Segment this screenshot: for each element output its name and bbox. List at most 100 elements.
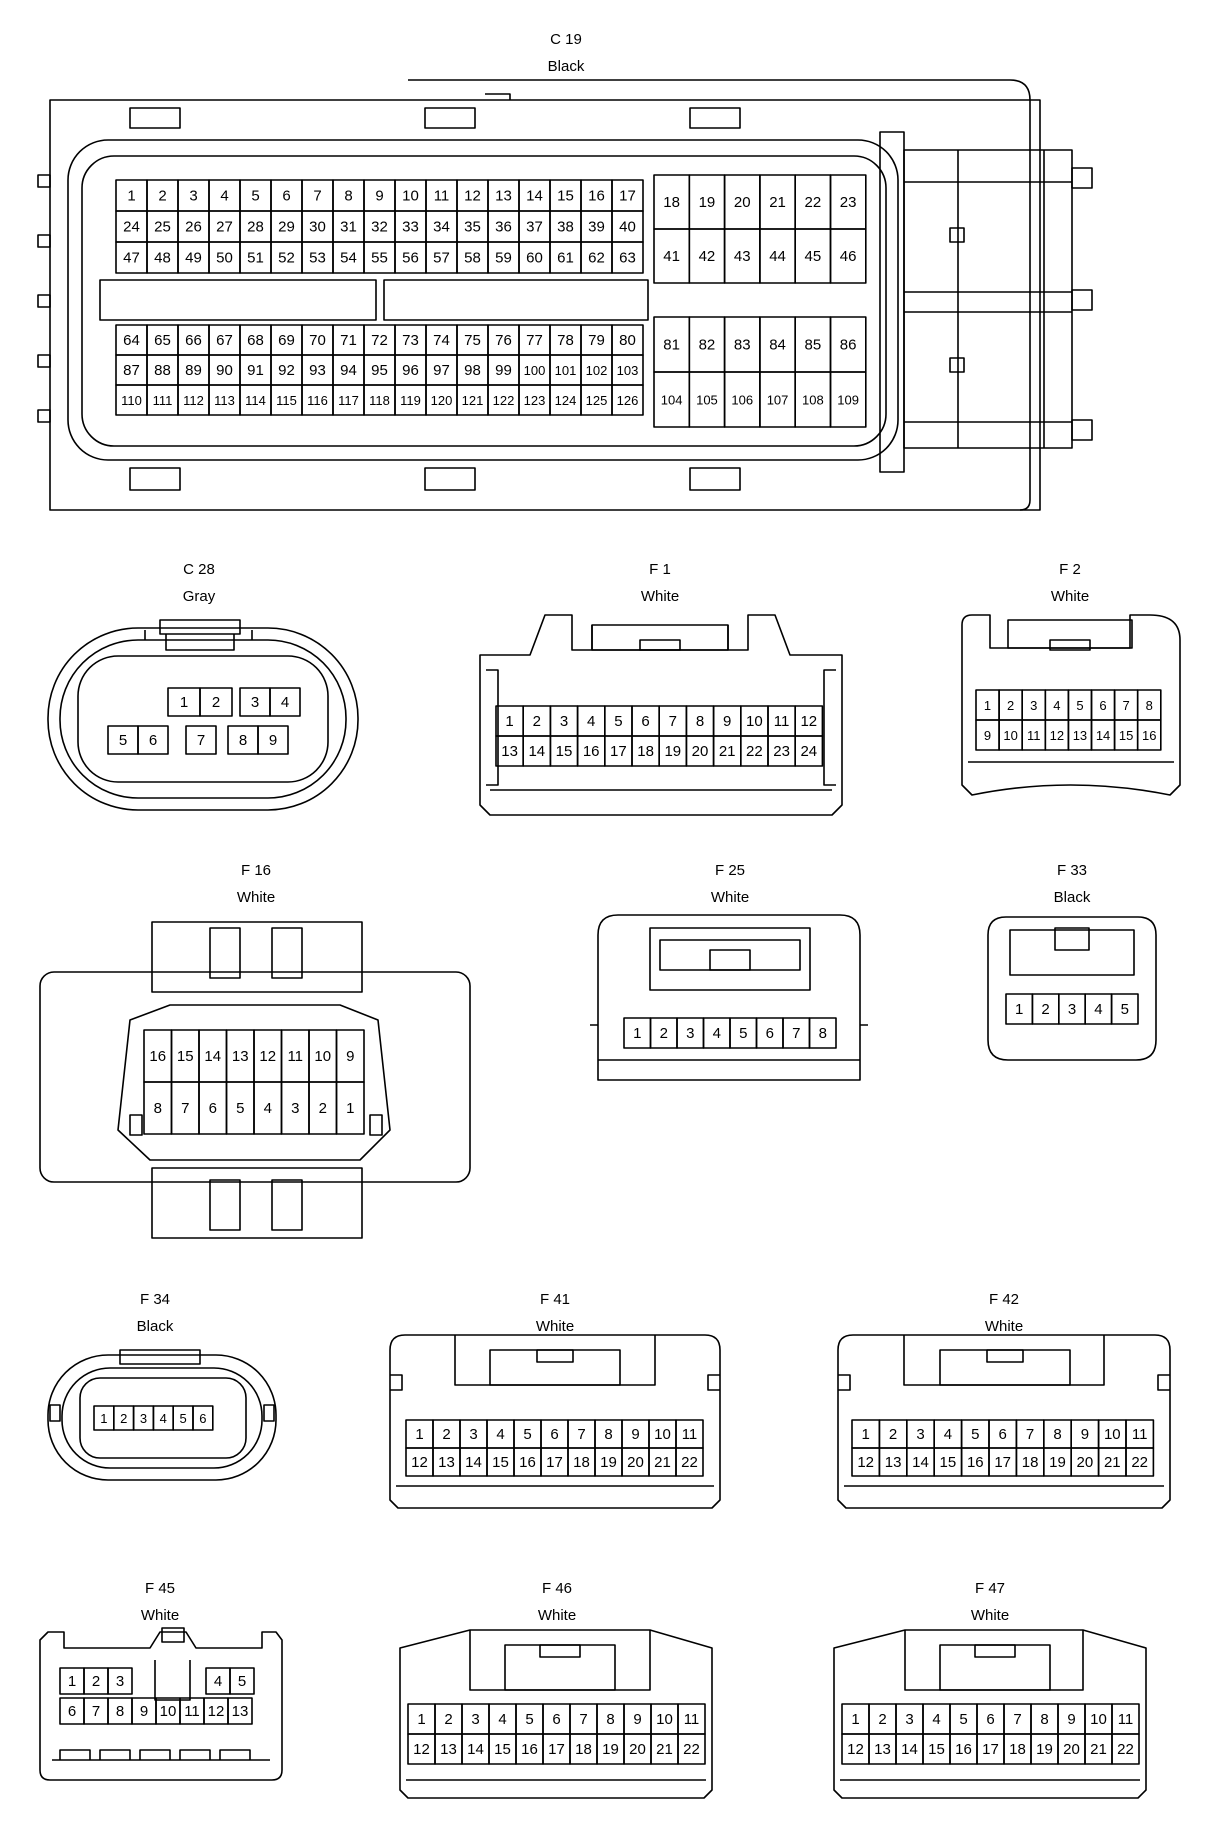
c19-pin-109-cell [829, 371, 867, 428]
f46-pin-11: 11 [684, 1711, 700, 1728]
f47-pin-22-cell [1111, 1733, 1140, 1765]
f42-pin-11: 11 [1132, 1426, 1148, 1443]
c19-pin-86: 86 [840, 337, 857, 354]
c28-pin-6-cell [137, 725, 169, 755]
f41-pin-9: 9 [631, 1426, 639, 1443]
f41-pin-21: 21 [654, 1454, 671, 1471]
f16-pin-13: 13 [232, 1048, 249, 1065]
connector-c19-housing [37, 79, 1093, 511]
connector-f42-color: White [985, 1318, 1023, 1335]
f25-pin-5: 5 [739, 1025, 747, 1042]
connector-f42-name: F 42 [989, 1291, 1019, 1308]
f41-pin-15: 15 [492, 1454, 509, 1471]
c19-pin-50: 50 [216, 250, 233, 267]
c19-pin-101: 101 [555, 363, 577, 378]
f42-pin-4: 4 [944, 1426, 952, 1443]
f46-pin-1: 1 [417, 1711, 425, 1728]
f25-pin-8-cell [808, 1017, 837, 1049]
c19-pin-78: 78 [557, 332, 574, 349]
f47-pin-12: 12 [847, 1741, 864, 1758]
f1-pin-14: 14 [528, 743, 545, 760]
c19-pin-10: 10 [402, 188, 419, 205]
c19-pin-81: 81 [663, 337, 680, 354]
connector-f1-name: F 1 [649, 561, 671, 578]
connector-f46-name: F 46 [542, 1580, 572, 1597]
f41-pin-22: 22 [681, 1454, 698, 1471]
c19-pin-102: 102 [586, 363, 608, 378]
f16-pin-11: 11 [287, 1048, 303, 1065]
c19-pin-32: 32 [371, 219, 388, 236]
c19-pin-113: 113 [214, 393, 235, 408]
f47-pin-17: 17 [982, 1741, 999, 1758]
f45-pin-10: 10 [160, 1703, 177, 1720]
f42-pin-15: 15 [940, 1454, 957, 1471]
c19-pin-99: 99 [495, 362, 512, 379]
connector-f34-name: F 34 [140, 1291, 170, 1308]
f46-pin-13: 13 [440, 1741, 457, 1758]
c19-pin-110: 110 [121, 393, 142, 408]
c19-pin-31: 31 [340, 219, 357, 236]
f1-pin-6: 6 [641, 713, 649, 730]
c19-pin-92: 92 [278, 362, 295, 379]
f42-pin-3: 3 [916, 1426, 924, 1443]
f41-pin-3: 3 [469, 1426, 477, 1443]
c19-pin-83: 83 [734, 337, 751, 354]
f42-pin-5: 5 [971, 1426, 979, 1443]
f1-pin-19: 19 [664, 743, 681, 760]
f41-pin-22-cell [675, 1447, 704, 1477]
c19-pin-119: 119 [400, 393, 421, 408]
f34-pin-4: 4 [160, 1411, 167, 1426]
f1-pin-15: 15 [556, 743, 573, 760]
c19-pin-65: 65 [154, 332, 171, 349]
c19-pin-122: 122 [493, 393, 515, 408]
f34-pin-3: 3 [140, 1411, 147, 1426]
connector-c28-name: C 28 [183, 561, 215, 578]
c19-pin-116: 116 [307, 393, 328, 408]
c19-pin-72: 72 [371, 332, 388, 349]
c19-pin-12: 12 [464, 188, 481, 205]
f2-pin-16-cell [1136, 719, 1162, 751]
c28-pin-3: 3 [251, 694, 259, 711]
connector-f46-color: White [538, 1607, 576, 1624]
c19-pin-88: 88 [154, 362, 171, 379]
f45-pin-13: 13 [232, 1703, 249, 1720]
f2-pin-2: 2 [1007, 698, 1014, 713]
f46-pin-7: 7 [579, 1711, 587, 1728]
c19-pin-6: 6 [282, 188, 290, 205]
c19-pin-80: 80 [619, 332, 636, 349]
f16-pin-4: 4 [264, 1100, 272, 1117]
c28-pin-5: 5 [119, 732, 127, 749]
f45-pin-5-cell [229, 1667, 255, 1695]
connector-f42-housing [837, 1334, 1171, 1509]
c19-pin-9: 9 [375, 188, 383, 205]
c19-pin-41: 41 [663, 248, 680, 265]
connector-f45-color: White [141, 1607, 179, 1624]
f1-pin-18: 18 [637, 743, 654, 760]
c19-pin-104: 104 [661, 393, 683, 408]
f46-pin-4: 4 [498, 1711, 506, 1728]
c19-pin-77: 77 [526, 332, 543, 349]
c19-pin-76: 76 [495, 332, 512, 349]
c19-pin-90: 90 [216, 362, 233, 379]
c19-pin-70: 70 [309, 332, 326, 349]
f45-pin-8: 8 [116, 1703, 124, 1720]
f2-pin-9: 9 [984, 728, 991, 743]
c19-pin-126: 126 [617, 393, 639, 408]
c19-pin-51: 51 [247, 250, 264, 267]
f42-pin-13: 13 [885, 1454, 902, 1471]
f2-pin-4: 4 [1053, 698, 1060, 713]
c19-pin-57: 57 [433, 250, 450, 267]
f34-pin-6-cell [192, 1405, 214, 1431]
f41-pin-10: 10 [654, 1426, 671, 1443]
f47-pin-6: 6 [986, 1711, 994, 1728]
f45-pin-7: 7 [92, 1703, 100, 1720]
